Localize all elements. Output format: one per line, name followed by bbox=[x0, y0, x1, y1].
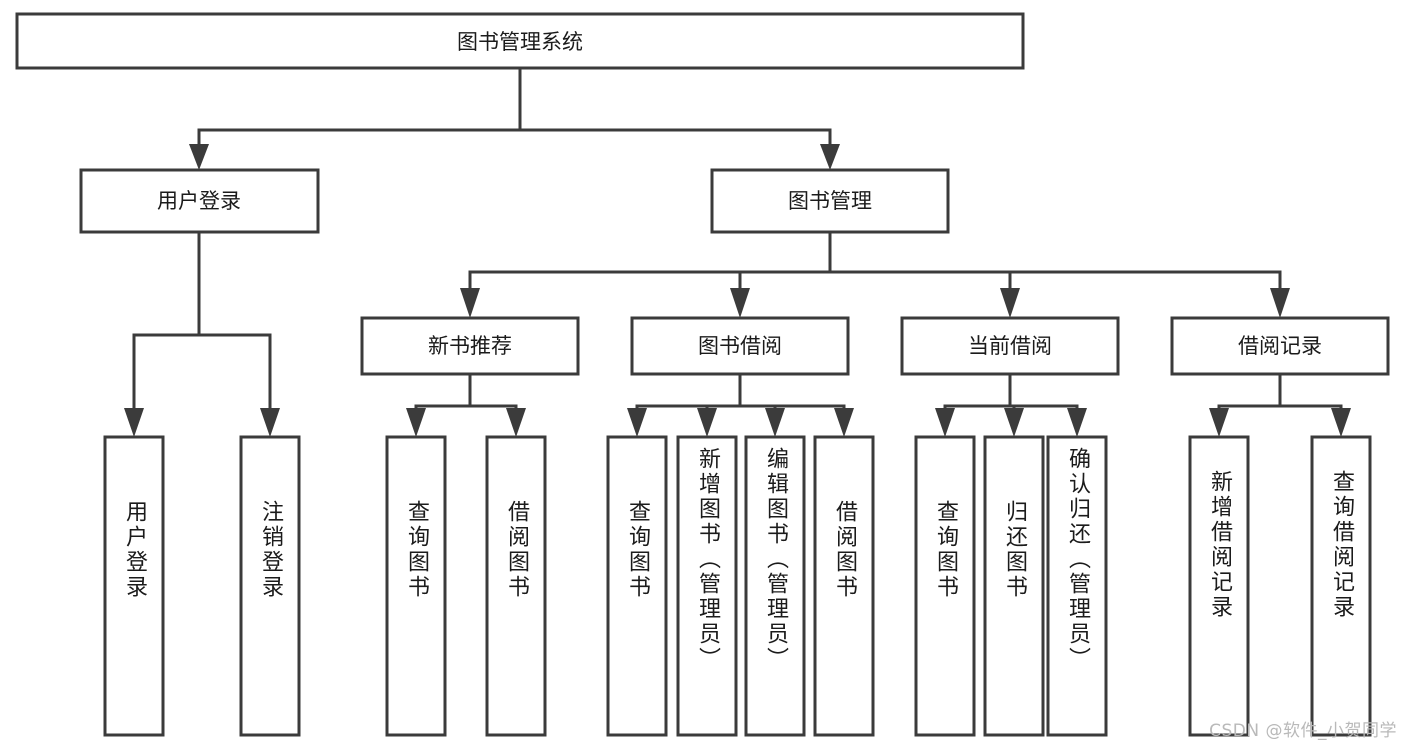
arrow-head-leaf-query-book-1 bbox=[406, 408, 426, 437]
connector-group-root bbox=[189, 66, 840, 170]
arrow-head-leaf-add-record bbox=[1209, 408, 1229, 437]
node-book-manage-box[interactable] bbox=[710, 168, 950, 234]
arrow-head-leaf-query-book-3 bbox=[935, 408, 955, 437]
node-user-login[interactable]: 用户登录 bbox=[79, 168, 320, 234]
node-root[interactable]: 图书管理系统 bbox=[15, 12, 1025, 70]
node-current-borrow-label: 当前借阅 bbox=[968, 334, 1052, 358]
connector-group-user-login bbox=[124, 230, 280, 437]
connector-group-current-borrow bbox=[935, 372, 1087, 437]
node-user-login-box[interactable] bbox=[79, 168, 320, 234]
arrow-head-leaf-edit-book bbox=[765, 408, 785, 437]
arrow-head-new-book-recommend bbox=[460, 288, 480, 318]
arrow-head-leaf-query-record bbox=[1331, 408, 1351, 437]
leaf-box-borrow-book-1[interactable] bbox=[485, 435, 547, 737]
node-book-borrow-label: 图书借阅 bbox=[698, 334, 782, 358]
leaf-box-add-record[interactable] bbox=[1188, 435, 1250, 737]
leaf-box-edit-book[interactable] bbox=[744, 435, 806, 737]
node-current-borrow-box[interactable] bbox=[900, 316, 1120, 376]
node-new-book-recommend-label: 新书推荐 bbox=[428, 334, 512, 358]
arrow-head-leaf-borrow-book-2 bbox=[834, 408, 854, 437]
arrow-head-leaf-return-book bbox=[1004, 408, 1024, 437]
node-current-borrow[interactable]: 当前借阅 bbox=[900, 316, 1120, 376]
leaf-box-query-book-3[interactable] bbox=[914, 435, 976, 737]
leaf-box-add-book[interactable] bbox=[676, 435, 738, 737]
node-borrow-record[interactable]: 借阅记录 bbox=[1170, 316, 1390, 376]
node-book-manage[interactable]: 图书管理 bbox=[710, 168, 950, 234]
arrow-head-current-borrow bbox=[1000, 288, 1020, 318]
node-book-borrow[interactable]: 图书借阅 bbox=[630, 316, 850, 376]
arrow-head-leaf-add-book bbox=[697, 408, 717, 437]
arrow-head-leaf-borrow-book-1 bbox=[506, 408, 526, 437]
arrow-head-book-borrow bbox=[730, 288, 750, 318]
node-root-label: 图书管理系统 bbox=[457, 30, 583, 54]
connector-group-book-borrow bbox=[627, 372, 854, 437]
node-new-book-recommend[interactable]: 新书推荐 bbox=[360, 316, 580, 376]
arrow-head-leaf-user-login bbox=[124, 408, 144, 437]
leaf-box-query-book-2[interactable] bbox=[606, 435, 668, 737]
arrow-head-leaf-query-book-2 bbox=[627, 408, 647, 437]
arrow-head-borrow-record bbox=[1270, 288, 1290, 318]
connector-group-new-book-recommend bbox=[406, 372, 526, 437]
leaf-box-confirm-return[interactable] bbox=[1046, 435, 1108, 737]
node-borrow-record-box[interactable] bbox=[1170, 316, 1390, 376]
node-new-book-recommend-box[interactable] bbox=[360, 316, 580, 376]
connector-group-borrow-record bbox=[1209, 372, 1351, 437]
leaf-box-user-login[interactable] bbox=[103, 435, 165, 737]
leaf-box-user-logout[interactable] bbox=[239, 435, 301, 737]
node-book-borrow-box[interactable] bbox=[630, 316, 850, 376]
node-root-box[interactable] bbox=[15, 12, 1025, 70]
arrow-head-book-manage bbox=[820, 144, 840, 170]
leaf-box-query-book-1[interactable] bbox=[385, 435, 447, 737]
leaf-box-return-book[interactable] bbox=[983, 435, 1045, 737]
leaf-box-borrow-book-2[interactable] bbox=[813, 435, 875, 737]
leaf-boxes-group bbox=[103, 435, 1372, 737]
leaf-box-query-record[interactable] bbox=[1310, 435, 1372, 737]
node-book-manage-label: 图书管理 bbox=[788, 189, 872, 213]
connector-group-book-manage bbox=[460, 230, 1290, 318]
watermark-text: CSDN @软件_小贺同学 bbox=[1209, 721, 1397, 741]
node-user-login-label: 用户登录 bbox=[157, 189, 241, 213]
arrow-head-leaf-user-logout bbox=[260, 408, 280, 437]
node-borrow-record-label: 借阅记录 bbox=[1238, 334, 1322, 358]
arrow-head-user-login bbox=[189, 144, 209, 170]
arrow-head-leaf-confirm-return bbox=[1067, 408, 1087, 437]
